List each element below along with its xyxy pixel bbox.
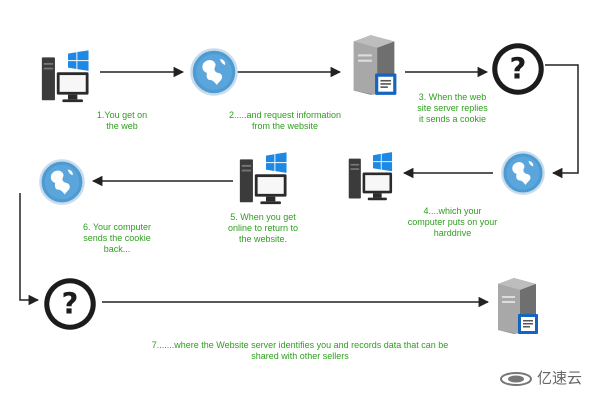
arrow-globe-to-question [19,193,40,306]
computer-icon [41,50,89,103]
globe-icon [190,48,238,96]
question-icon [44,278,96,330]
step-7-label: 7.......where the Website server identif… [151,340,449,361]
step-6-label: 6. Your computer sends the cookie back..… [82,222,152,254]
question-icon [492,43,544,95]
globe-icon [39,159,85,205]
arrow-q-to-globe [545,64,579,179]
step-1-label: 1.You get on the web [96,110,148,131]
watermark-logo-icon [499,371,532,386]
globe-icon [501,151,545,195]
computer-icon [348,152,393,201]
server-icon [353,35,397,95]
step-3-label: 3. When the web site server replies it s… [417,92,488,124]
server-icon [498,278,538,334]
step-5-label: 5. When you get online to return to the … [227,212,299,244]
watermark: 亿速云 [499,367,582,388]
step-2-label: 2.....and request information from the w… [228,110,342,131]
step-4-label: 4....which your computer puts on your ha… [407,206,498,238]
computer-icon [239,152,287,205]
watermark-text: 亿速云 [536,369,582,387]
connector-arrows [19,64,579,308]
